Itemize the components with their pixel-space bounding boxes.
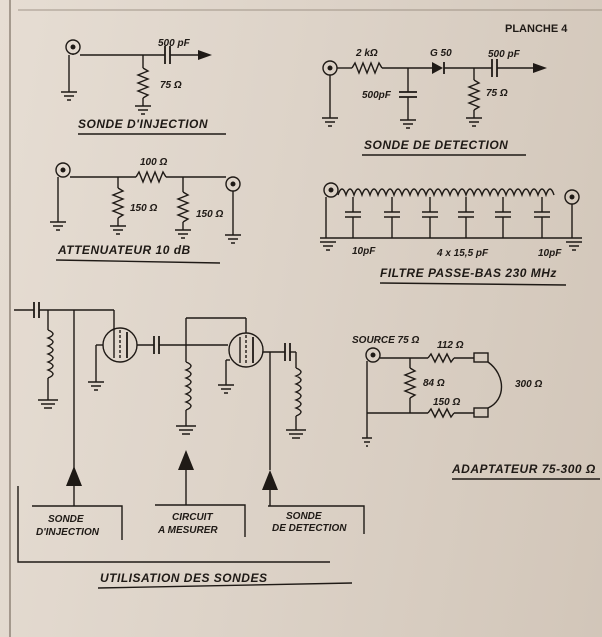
adapter-title: ADAPTATEUR 75-300 Ω [451, 462, 596, 476]
adapter-input-connector [365, 347, 381, 363]
filter-cap-mid: 4 x 15,5 pF [436, 248, 489, 259]
ground-symbol [362, 437, 372, 447]
planche-label: PLANCHE 4 [505, 23, 568, 35]
injection-probe-circuit: 500 pF 75 Ω SONDE D'INJECTION [61, 38, 226, 135]
usage-input-coil [46, 329, 54, 379]
usage-label-box-2 [155, 504, 246, 537]
ground-symbol [135, 105, 151, 115]
injection-title: SONDE D'INJECTION [78, 117, 208, 131]
injection-output-arrow [198, 50, 212, 60]
ground-symbol [110, 225, 126, 235]
attenuator-left-value: 150 Ω [130, 203, 157, 214]
adapter-r2-value: 84 Ω [423, 378, 445, 389]
usage-circuit-arrow [178, 450, 194, 470]
detection-diode-label: G 50 [430, 48, 452, 59]
usage-outline [17, 486, 330, 563]
attenuator-title: ATTENUATEUR 10 dB [57, 243, 191, 257]
filter-inductor-chain [337, 188, 555, 198]
usage-label-1b: D'INJECTION [36, 527, 100, 538]
ground-symbol [50, 221, 66, 231]
ground-symbol [225, 234, 241, 244]
adapter-load [487, 361, 503, 409]
usage-circuit-coil [184, 361, 192, 411]
usage-label-box-3 [268, 505, 365, 534]
adapter-resistor-150 [427, 407, 455, 419]
attenuator-input-connector [55, 162, 71, 178]
attenuator-series-resistor [135, 170, 167, 184]
adapter-r3-value: 150 Ω [433, 397, 460, 408]
adapter-r1-value: 112 Ω [437, 340, 464, 351]
injection-res-value: 75 Ω [160, 80, 182, 91]
detection-output-arrow [533, 63, 547, 73]
filter-capacitors [345, 197, 550, 238]
probe-usage-circuit: SONDE D'INJECTION CIRCUIT A MESURER SOND… [14, 302, 365, 589]
attenuator-circuit: 100 Ω 150 Ω 150 Ω ATTENUATEUR 10 dB [50, 157, 241, 264]
lowpass-filter-circuit: 10pF 4 x 15,5 pF 10pF FILTRE PASSE-BAS 2… [320, 182, 582, 286]
ground-symbol [218, 384, 234, 394]
attenuator-series-value: 100 Ω [140, 157, 167, 168]
filter-capacitor [495, 197, 511, 238]
ground-symbol [566, 241, 582, 251]
detection-probe-circuit: 2 kΩ G 50 500 pF 500pF 75 Ω SONDE DE DET… [322, 48, 547, 156]
adapter-output-terminal-bottom [473, 407, 489, 418]
filter-input-connector [323, 182, 339, 198]
ground-symbol [38, 399, 58, 409]
attenuator-left-resistor [111, 187, 125, 219]
ground-symbol [175, 229, 191, 239]
detection-title: SONDE DE DETECTION [364, 138, 508, 152]
filter-cap-right: 10pF [538, 248, 562, 259]
adapter-output-terminal-top [473, 352, 489, 363]
usage-label-3a: SONDE [286, 511, 322, 522]
filter-capacitor [458, 197, 474, 238]
adapter-circuit: SOURCE 75 Ω 112 Ω 84 Ω 150 Ω 300 Ω ADAPT… [352, 335, 600, 480]
detection-resistor-75 [467, 79, 481, 111]
detection-cap1-value: 500pF [362, 90, 392, 101]
adapter-resistor-112 [427, 352, 455, 364]
ground-symbol [320, 241, 336, 251]
usage-label-2a: CIRCUIT [172, 512, 213, 523]
usage-label-box-1 [32, 505, 123, 540]
detection-resistor-2k [351, 61, 383, 75]
filter-capacitor [422, 197, 438, 238]
adapter-resistor-84 [403, 367, 417, 399]
usage-output-coil [294, 367, 302, 417]
usage-label-2b: A MESURER [157, 525, 218, 536]
adapter-source-label: SOURCE 75 Ω [352, 335, 419, 346]
detection-res1-value: 2 kΩ [355, 48, 378, 59]
attenuator-right-resistor [176, 191, 190, 223]
filter-capacitor [345, 197, 361, 238]
ground-symbol [176, 425, 196, 435]
detection-cap2-value: 500 pF [488, 49, 521, 60]
usage-label-1a: SONDE [48, 514, 84, 525]
attenuator-right-value: 150 Ω [196, 209, 223, 220]
injection-connector-pin [70, 44, 76, 50]
detection-diode [432, 62, 443, 74]
usage-detection-arrow [262, 470, 278, 490]
ground-symbol [322, 117, 338, 127]
ground-symbol [466, 117, 482, 127]
ground-symbol [400, 119, 416, 129]
filter-capacitor [384, 197, 400, 238]
usage-injection-arrow [66, 466, 82, 486]
usage-title: UTILISATION DES SONDES [100, 571, 267, 585]
detection-connector-pin [327, 65, 333, 71]
injection-resistor [136, 67, 150, 99]
injection-cap-value: 500 pF [158, 38, 191, 49]
ground-symbol [286, 429, 306, 439]
usage-label-3b: DE DETECTION [272, 523, 347, 534]
filter-title: FILTRE PASSE-BAS 230 MHz [380, 266, 557, 280]
ground-symbol [61, 91, 77, 101]
detection-res2-value: 75 Ω [486, 88, 508, 99]
filter-capacitor [534, 197, 550, 238]
adapter-load-value: 300 Ω [515, 379, 542, 390]
ground-symbol [88, 381, 104, 391]
filter-cap-left: 10pF [352, 246, 376, 257]
